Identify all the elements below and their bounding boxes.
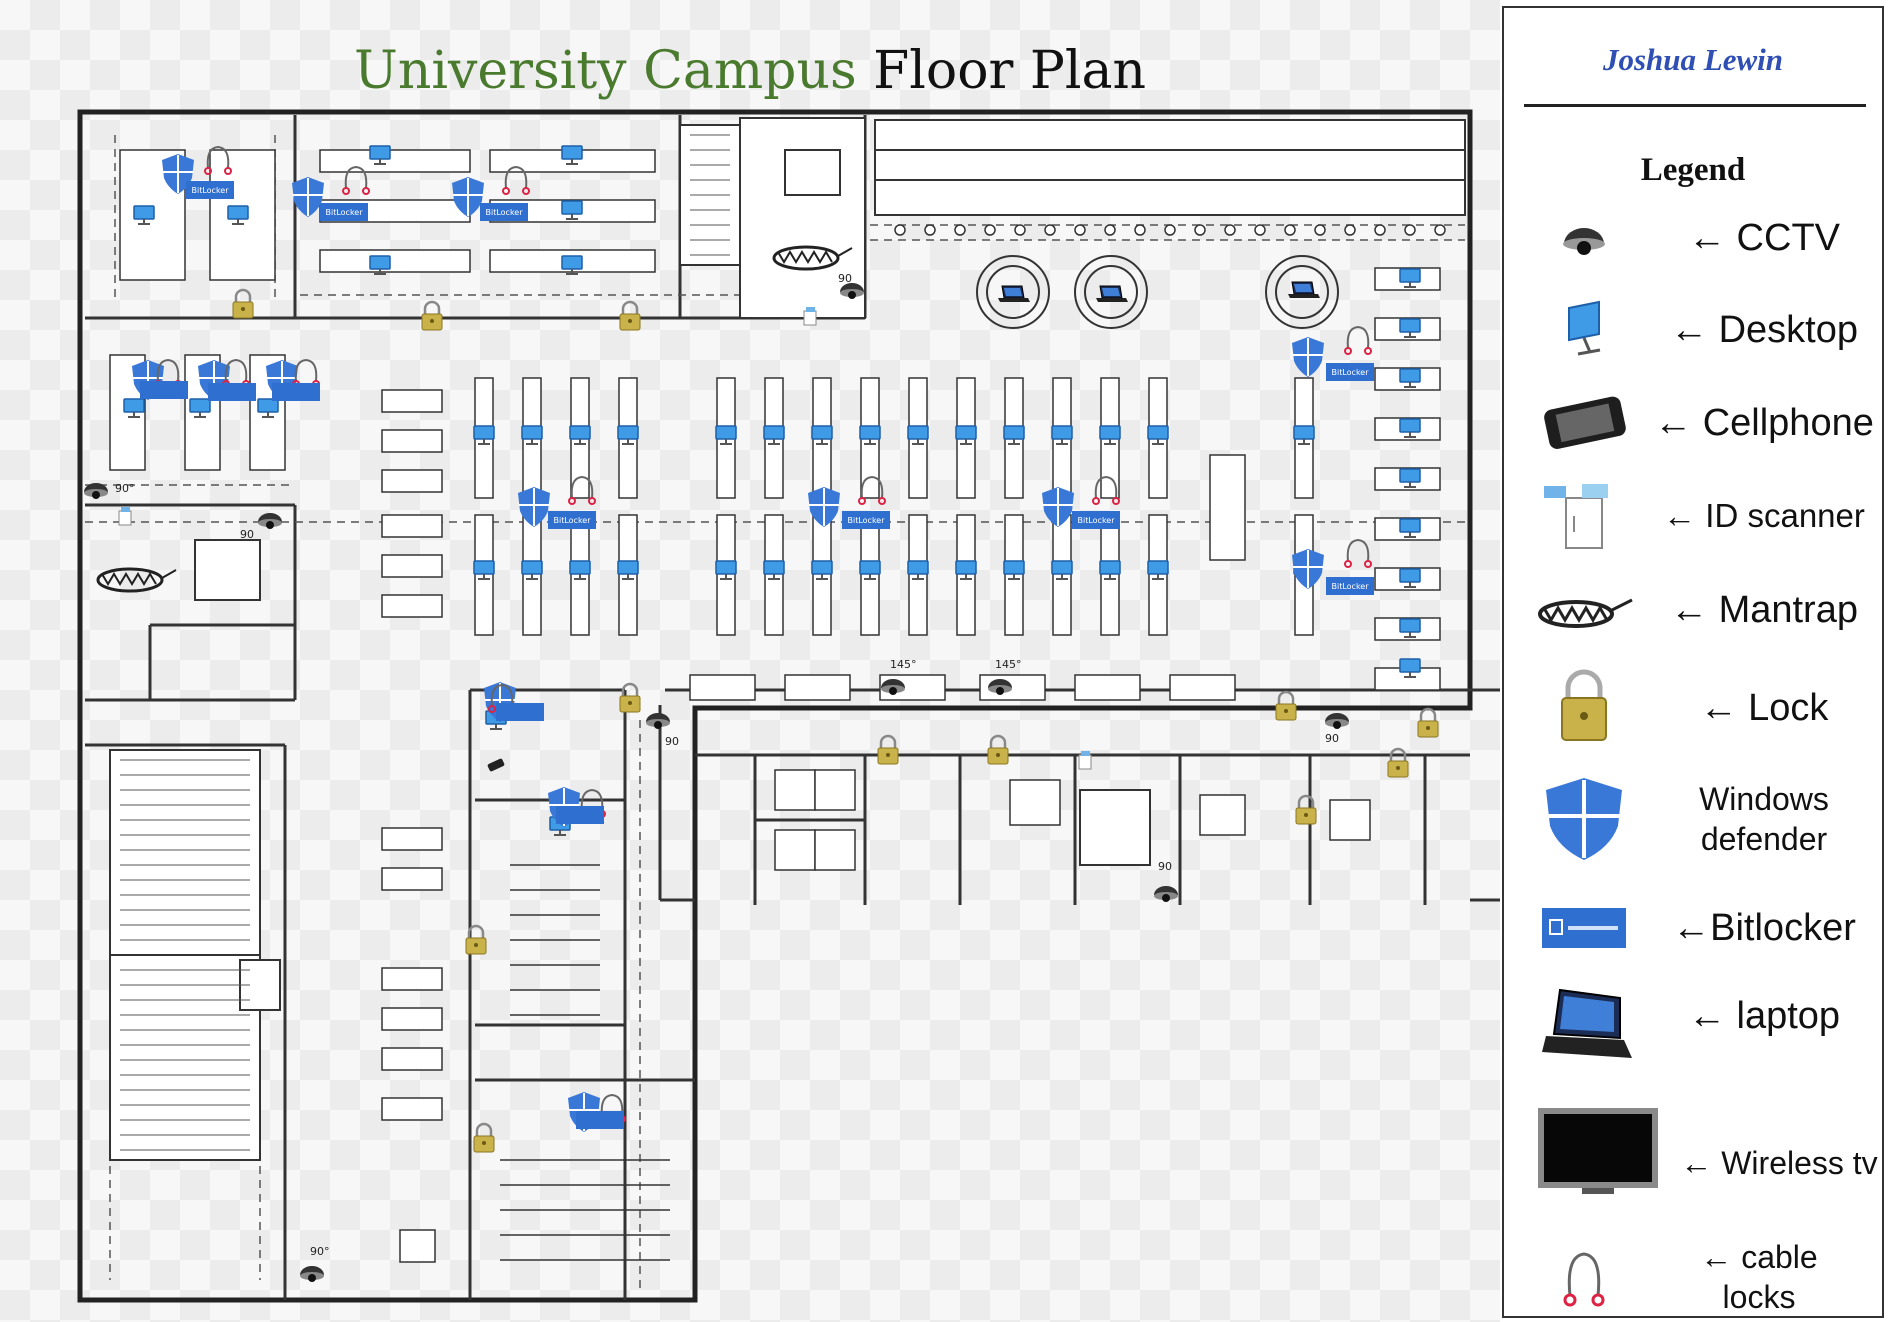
legend-item-lock: ← Lock xyxy=(1504,668,1882,748)
legend-label-mantrap: ← Mantrap xyxy=(1670,588,1858,631)
legend-item-wireless-tv: ← Wireless tv xyxy=(1504,1098,1882,1228)
legend-label-cable-locks: ← cable locks xyxy=(1700,1239,1818,1315)
legend-item-id-scanner: ← ID scanner xyxy=(1504,476,1882,556)
cable-lock-icon xyxy=(1563,1252,1605,1307)
windows-defender-icon xyxy=(1546,778,1622,860)
title-secondary: Floor Plan xyxy=(873,41,1146,101)
id-scanner-icon xyxy=(1544,484,1608,549)
legend-label-lock: ← Lock xyxy=(1699,686,1829,729)
svg-text:90: 90 xyxy=(1158,860,1172,873)
svg-text:90: 90 xyxy=(665,735,679,748)
svg-text:BitLocker: BitLocker xyxy=(325,208,363,217)
svg-text:BitLocker: BitLocker xyxy=(847,516,885,525)
legend-heading: Legend xyxy=(1640,152,1746,188)
svg-text:145°: 145° xyxy=(890,658,917,671)
legend-item-mantrap: ← Mantrap xyxy=(1504,570,1882,650)
legend-label-windows-defender: Windows defender xyxy=(1699,781,1829,857)
legend-item-cctv: ← CCTV xyxy=(1504,198,1882,278)
cctv-icon xyxy=(1563,228,1605,255)
laptop-icon xyxy=(1542,988,1632,1058)
legend-item-cable-locks: ← cable locks xyxy=(1504,1232,1882,1322)
svg-text:90°: 90° xyxy=(115,482,135,495)
svg-text:90: 90 xyxy=(1325,732,1339,745)
author-name: Joshua Lewin xyxy=(1602,42,1784,77)
cellphone-icon xyxy=(1544,396,1626,449)
legend-label-bitlocker: ←Bitlocker xyxy=(1672,906,1856,949)
svg-text:BitLocker: BitLocker xyxy=(1331,582,1369,591)
legend-item-bitlocker: ←Bitlocker xyxy=(1504,888,1882,968)
title-primary: University Campus xyxy=(354,41,857,101)
mantrap-icon xyxy=(1538,598,1633,628)
legend-item-cellphone: ← Cellphone xyxy=(1504,383,1882,463)
svg-text:90°: 90° xyxy=(310,1245,330,1258)
legend-label-desktop: ← Desktop xyxy=(1670,308,1858,351)
legend-item-desktop: ← Desktop xyxy=(1504,290,1882,370)
lock-icon xyxy=(1561,669,1607,741)
svg-text:90: 90 xyxy=(240,528,254,541)
bitlocker-icon xyxy=(1542,908,1626,948)
legend-label-id-scanner: ← ID scanner xyxy=(1663,497,1865,534)
svg-text:145°: 145° xyxy=(995,658,1022,671)
svg-text:BitLocker: BitLocker xyxy=(553,516,591,525)
svg-text:BitLocker: BitLocker xyxy=(485,208,523,217)
svg-text:BitLocker: BitLocker xyxy=(1077,516,1115,525)
legend-item-laptop: ← laptop xyxy=(1504,976,1882,1076)
wireless-tv-icon xyxy=(1538,1108,1658,1194)
legend-panel: Joshua Lewin Legend ← CCTV ← Desktop ← C… xyxy=(1502,6,1884,1318)
legend-label-cellphone: ← Cellphone xyxy=(1654,401,1874,444)
svg-text:BitLocker: BitLocker xyxy=(191,186,229,195)
floor-plan-canvas: University Campus Floor Plan xyxy=(0,0,1500,1322)
desktop-icon xyxy=(1568,300,1601,356)
legend-label-laptop: ← laptop xyxy=(1687,994,1841,1037)
bitlocker-tags xyxy=(140,181,1374,1129)
legend-label-cctv: ← CCTV xyxy=(1688,216,1840,259)
page-title: University Campus Floor Plan xyxy=(0,38,1500,104)
legend-item-windows-defender: Windows defender xyxy=(1504,774,1882,864)
floor-plan-drawing: 90° 90° 145° 145° 90 90 90 90 90 xyxy=(77,109,1500,1303)
legend-label-wireless-tv: ← Wireless tv xyxy=(1680,1145,1878,1181)
author-divider xyxy=(1524,104,1866,107)
outer-walls xyxy=(77,109,1473,1303)
svg-text:90: 90 xyxy=(838,272,852,285)
svg-text:BitLocker: BitLocker xyxy=(1331,368,1369,377)
